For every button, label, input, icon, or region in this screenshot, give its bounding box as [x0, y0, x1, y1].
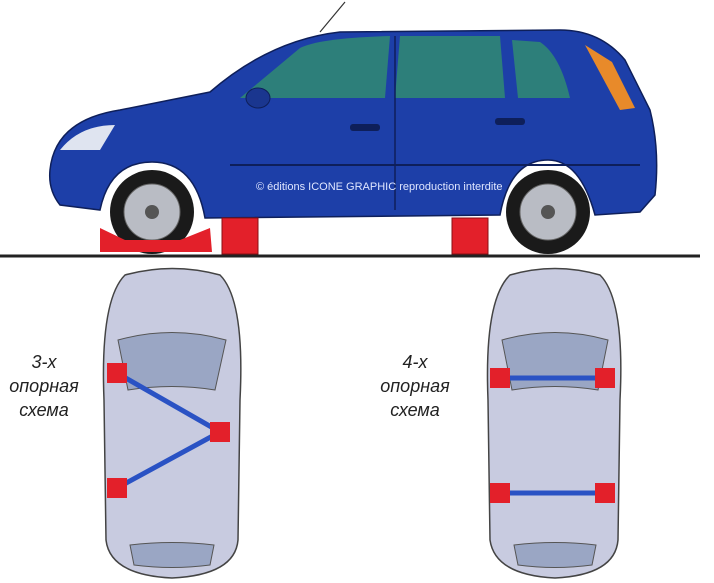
rear-wheel: [506, 170, 590, 254]
scheme-4-line2: опорная: [380, 376, 450, 396]
support-point: [107, 478, 127, 498]
support-point: [595, 483, 615, 503]
scheme-3-line1: 3-х: [31, 352, 57, 372]
scheme-3-line2: опорная: [9, 376, 79, 396]
scheme-3-label: 3-х опорная схема: [4, 350, 84, 422]
car-side-view: [48, 1, 658, 255]
support-stand: [221, 217, 259, 255]
scheme-4-line3: схема: [390, 400, 440, 420]
scheme-4-label: 4-х опорная схема: [370, 350, 460, 422]
support-point: [595, 368, 615, 388]
jack-support: [100, 228, 212, 252]
support-stand: [451, 217, 489, 255]
car-top-view-4-point: [486, 267, 622, 579]
car-top-view-3-point: [102, 267, 242, 579]
support-point: [490, 368, 510, 388]
support-point: [210, 422, 230, 442]
scheme-4-line1: 4-х: [402, 352, 428, 372]
support-point: [490, 483, 510, 503]
front-wheel: [110, 170, 194, 254]
support-point: [107, 363, 127, 383]
scheme-3-line3: схема: [19, 400, 69, 420]
copyright-text: © éditions ICONE GRAPHIC reproduction in…: [256, 181, 503, 193]
